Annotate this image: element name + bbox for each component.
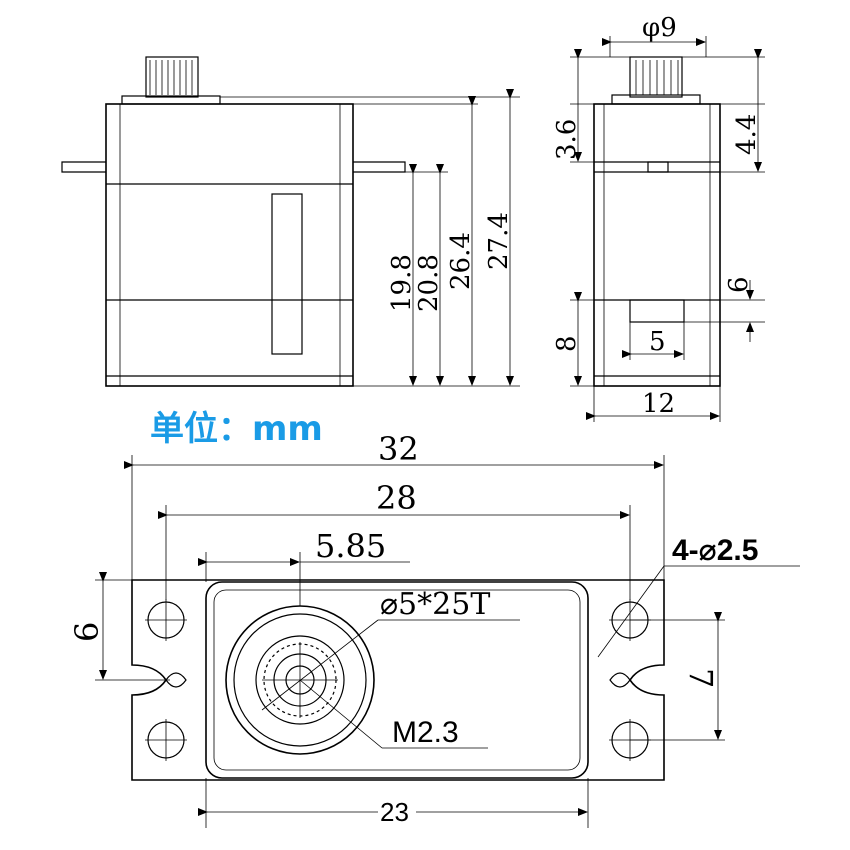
dim-5: 5 [649,327,666,357]
label-slot [271,193,303,355]
dim-3-6: 3.6 [552,119,582,160]
end-view: φ9 3.6 4.4 6 8 5 12 [552,13,765,422]
dim-phi9: φ9 [642,13,677,43]
dim-20-8: 20.8 [414,254,444,312]
output-spline [145,56,199,98]
dim-8: 8 [552,335,582,352]
case-body [105,103,354,387]
dim-6-end: 6 [724,276,754,293]
dim-23: 23 [380,797,409,827]
dim-12: 12 [642,389,675,419]
dim-screw: M2.3 [392,716,459,749]
mounting-flange [61,161,406,173]
dim-19-8: 19.8 [387,254,417,312]
unit-label: 单位：mm [150,409,323,449]
end-spline [629,56,683,98]
flange-plate [131,579,665,781]
dim-6-top: 6 [68,622,106,642]
dim-5-85: 5.85 [315,527,386,565]
mounting-holes [145,599,651,761]
top-view: 32 28 5.85 4-⌀2.5 ⌀5*25T M2.3 6 7 [68,430,800,828]
inner-body [205,581,589,779]
side-view: 19.8 20.8 26.4 27.4 [61,56,520,387]
end-case-body [593,103,721,387]
dim-27-4: 27.4 [484,212,514,270]
output-gear [225,605,375,755]
dim-4-4: 4.4 [732,114,762,155]
dim-7: 7 [682,668,720,688]
cable-exit [629,299,685,323]
dim-26-4: 26.4 [446,232,476,290]
dim-hole-spec: 4-⌀2.5 [672,534,758,567]
dim-32: 32 [378,430,419,468]
dim-spline: ⌀5*25T [380,587,490,622]
dim-28: 28 [376,479,417,517]
